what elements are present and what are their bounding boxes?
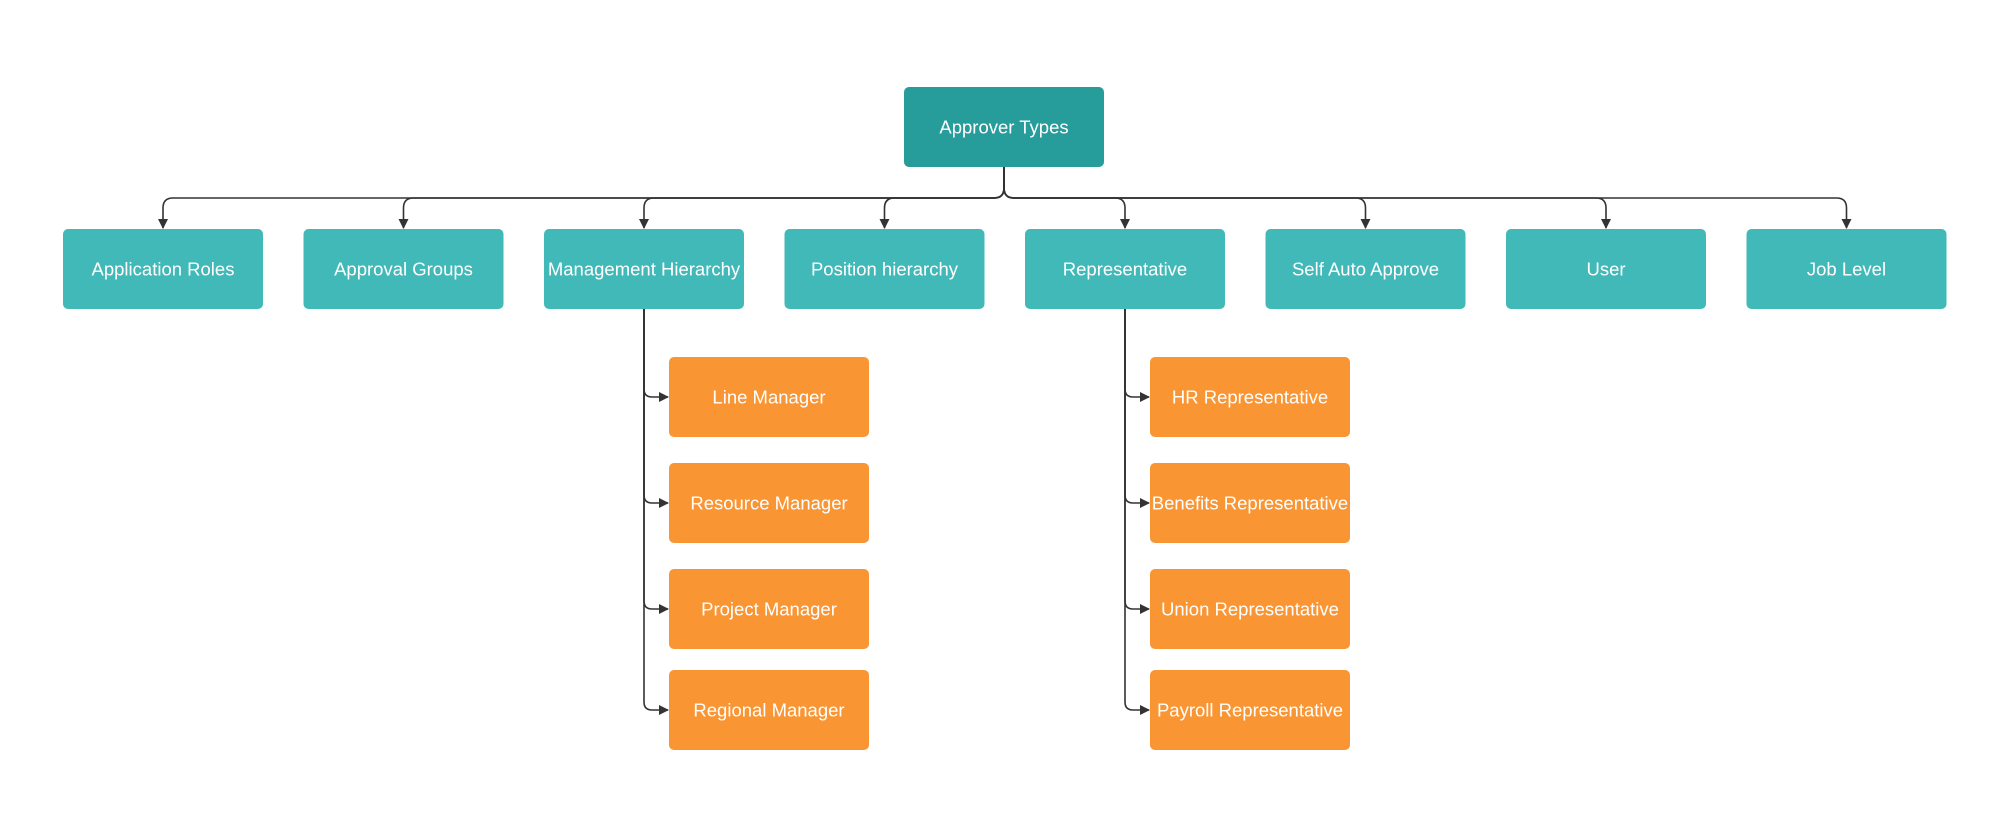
connector-benefits-representative	[1124, 309, 1150, 508]
connector-job-level	[1003, 167, 1852, 229]
category-box	[1746, 229, 1947, 309]
sub-node-box	[1150, 670, 1350, 750]
sub-node-label: Resource Manager	[690, 493, 847, 514]
category-node-management-hierarchy[interactable]: Management Hierarchy	[544, 229, 744, 309]
root-node-box	[904, 87, 1104, 167]
connector-project-manager	[643, 309, 669, 614]
category-node-user[interactable]: User	[1506, 229, 1706, 309]
sub-node-box	[669, 357, 869, 437]
sub-node-label: Union Representative	[1161, 599, 1339, 620]
category-label: Representative	[1063, 259, 1187, 280]
category-box	[303, 229, 504, 309]
sub-node-union-representative[interactable]: Union Representative	[1150, 569, 1350, 649]
category-label: User	[1586, 259, 1625, 280]
sub-node-box	[1150, 357, 1350, 437]
category-node-position-hierarchy[interactable]: Position hierarchy	[784, 229, 985, 309]
category-node-application-roles[interactable]: Application Roles	[63, 229, 263, 309]
sub-node-box	[1150, 569, 1350, 649]
connector-union-representative	[1124, 309, 1150, 614]
category-label: Self Auto Approve	[1292, 259, 1439, 280]
sub-node-label: Line Manager	[712, 387, 825, 408]
sub-node-label: Regional Manager	[693, 700, 844, 721]
root-node[interactable]: Approver Types	[904, 87, 1104, 167]
sub-node-project-manager[interactable]: Project Manager	[669, 569, 869, 649]
sub-node-line-manager[interactable]: Line Manager	[669, 357, 869, 437]
category-box	[1265, 229, 1466, 309]
sub-node-label: Payroll Representative	[1157, 700, 1343, 721]
sub-node-payroll-representative[interactable]: Payroll Representative	[1150, 670, 1350, 750]
sub-node-label: Benefits Representative	[1152, 493, 1348, 514]
sub-node-box	[669, 569, 869, 649]
connector-line-manager	[643, 309, 669, 402]
category-label: Application Roles	[92, 259, 235, 280]
category-node-job-level[interactable]: Job Level	[1746, 229, 1947, 309]
sub-node-hr-representative[interactable]: HR Representative	[1150, 357, 1350, 437]
connector-position-hierarchy	[879, 167, 1005, 229]
nodes: Approver Types Application Roles Approval…	[63, 87, 1947, 750]
root-node-label: Approver Types	[939, 117, 1068, 138]
category-node-representative[interactable]: Representative	[1025, 229, 1225, 309]
sub-node-benefits-representative[interactable]: Benefits Representative	[1150, 463, 1350, 543]
category-node-approval-groups[interactable]: Approval Groups	[303, 229, 504, 309]
category-label: Management Hierarchy	[548, 259, 741, 280]
connector-resource-manager	[643, 309, 669, 508]
sub-node-box	[669, 463, 869, 543]
connectors	[158, 167, 1852, 715]
category-box	[784, 229, 985, 309]
connector-payroll-representative	[1124, 309, 1150, 715]
sub-node-resource-manager[interactable]: Resource Manager	[669, 463, 869, 543]
category-label: Job Level	[1807, 259, 1886, 280]
sub-node-label: HR Representative	[1172, 387, 1328, 408]
connector-regional-manager	[643, 309, 669, 715]
category-node-self-auto-approve[interactable]: Self Auto Approve	[1265, 229, 1466, 309]
sub-node-box	[1150, 463, 1350, 543]
category-label: Position hierarchy	[811, 259, 959, 280]
category-box	[1025, 229, 1225, 309]
sub-node-label: Project Manager	[701, 599, 837, 620]
sub-node-box	[669, 670, 869, 750]
category-box	[544, 229, 744, 309]
category-label: Approval Groups	[334, 259, 473, 280]
connector-hr-representative	[1124, 309, 1150, 402]
category-box	[63, 229, 263, 309]
category-box	[1506, 229, 1706, 309]
sub-node-regional-manager[interactable]: Regional Manager	[669, 670, 869, 750]
